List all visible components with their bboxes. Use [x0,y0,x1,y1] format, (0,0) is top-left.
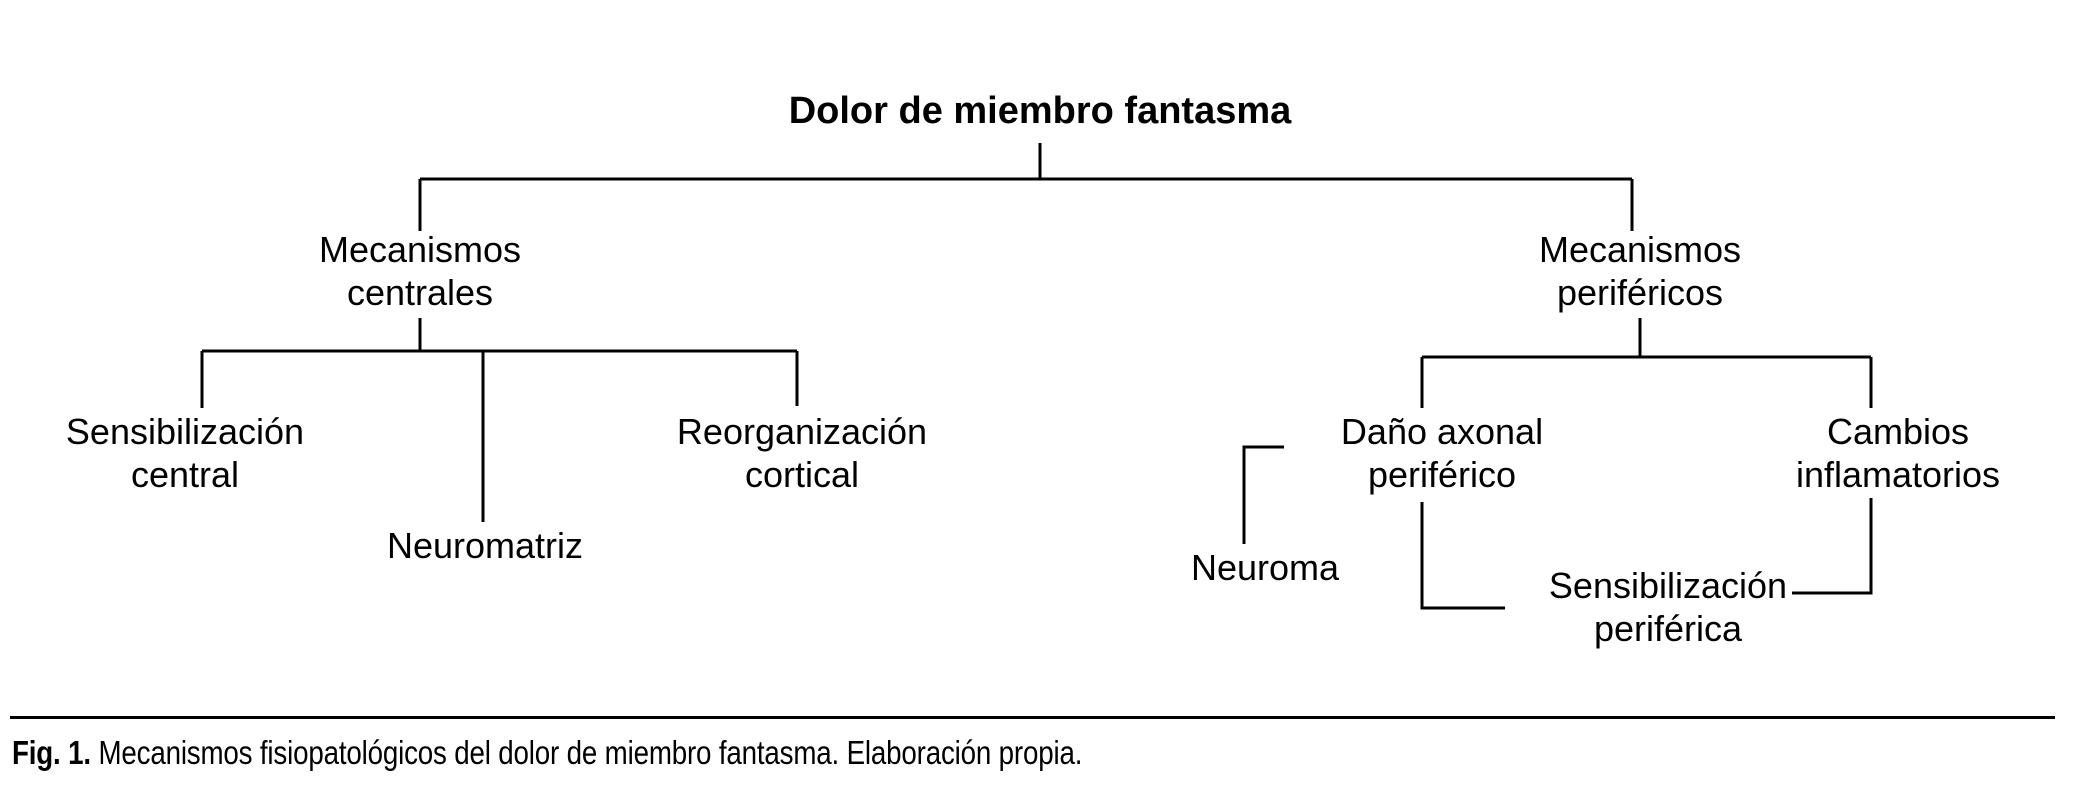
node-reorganizacion-cortical-line1: Reorganización [677,411,927,452]
node-dano-axonal-line1: Daño axonal [1341,411,1543,452]
connector-sensibilizacion-periferica-right [1792,498,1873,595]
node-sensibilizacion-central-line2: central [131,454,239,495]
caption-divider [10,716,2055,719]
node-dano-axonal-line2: periférico [1368,454,1516,495]
figure-caption-block: Fig. 1. Mecanismos fisiopatológicos del … [0,700,2080,791]
node-sensibilizacion-central-line1: Sensibilización [66,411,304,452]
node-peripheral-label-line2: periféricos [1557,272,1723,313]
node-peripheral-label-line1: Mecanismos [1539,229,1741,270]
flowchart-diagram: Dolor de miembro fantasma Mecanismos cen… [66,90,2000,649]
node-central-label-line2: centrales [347,272,493,313]
node-cambios-inflamatorios-line2: inflamatorios [1796,454,2000,495]
figure-caption: Fig. 1. Mecanismos fisiopatológicos del … [12,734,1082,772]
node-reorganizacion-cortical-line2: cortical [745,454,859,495]
connector-neuroma [1242,445,1284,544]
node-neuroma-line1: Neuroma [1191,547,1340,588]
node-root-label: Dolor de miembro fantasma [789,90,1292,132]
node-sensibilizacion-periferica-line2: periférica [1594,608,1743,649]
figure-caption-body: Mecanismos fisiopatológicos del dolor de… [90,734,1083,771]
node-sensibilizacion-periferica-line1: Sensibilización [1549,565,1787,606]
node-cambios-inflamatorios-line1: Cambios [1827,411,1969,452]
figure-caption-label: Fig. 1. [12,734,91,771]
node-central-label-line1: Mecanismos [319,229,521,270]
node-neuromatriz-line1: Neuromatriz [387,525,583,566]
connector-sensibilizacion-periferica-left [1420,502,1505,610]
